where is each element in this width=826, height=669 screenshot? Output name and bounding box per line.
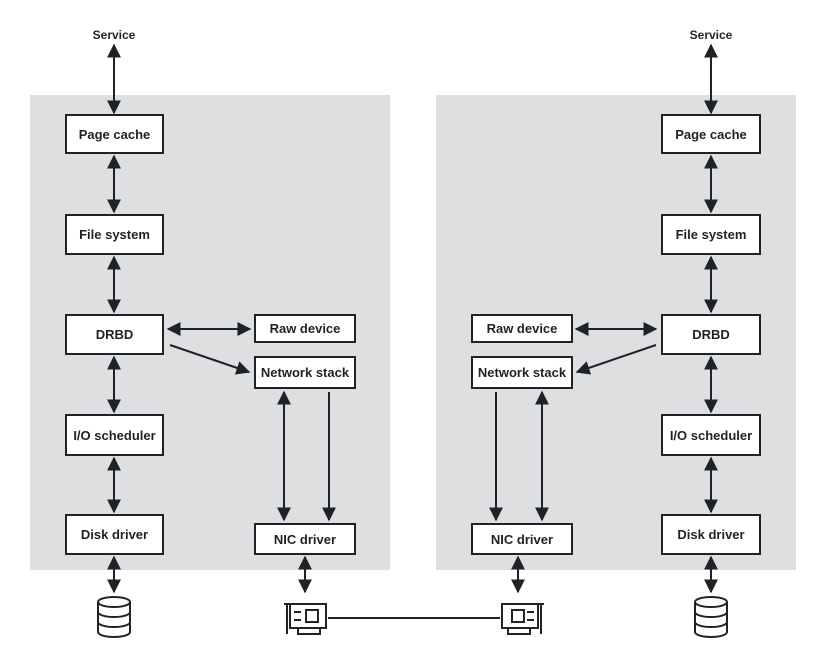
raw-device-box-left: Raw device — [254, 314, 356, 343]
network-stack-box-right: Network stack — [471, 356, 573, 389]
database-icon — [97, 596, 131, 638]
disk-driver-box-left: Disk driver — [65, 514, 164, 555]
raw-device-box-right: Raw device — [471, 314, 573, 343]
file-system-box-left: File system — [65, 214, 164, 255]
io-scheduler-box-left: I/O scheduler — [65, 414, 164, 456]
io-scheduler-box-right: I/O scheduler — [661, 414, 761, 456]
nic-driver-box-right: NIC driver — [471, 523, 573, 555]
file-system-box-right: File system — [661, 214, 761, 255]
network-stack-box-left: Network stack — [254, 356, 356, 389]
database-icon — [694, 596, 728, 638]
drbd-box-left: DRBD — [65, 314, 164, 355]
network-card-icon — [284, 603, 327, 635]
nic-driver-box-left: NIC driver — [254, 523, 356, 555]
page-cache-box-right: Page cache — [661, 114, 761, 154]
arrow-drbd-networkstack-left — [169, 344, 251, 375]
service-label-right: Service — [689, 28, 733, 42]
disk-driver-box-right: Disk driver — [661, 514, 761, 555]
service-label-left: Service — [92, 28, 136, 42]
drbd-box-right: DRBD — [661, 314, 761, 355]
arrow-drbd-networkstack-right — [575, 344, 657, 375]
page-cache-box-left: Page cache — [65, 114, 164, 154]
network-card-icon — [501, 603, 544, 635]
